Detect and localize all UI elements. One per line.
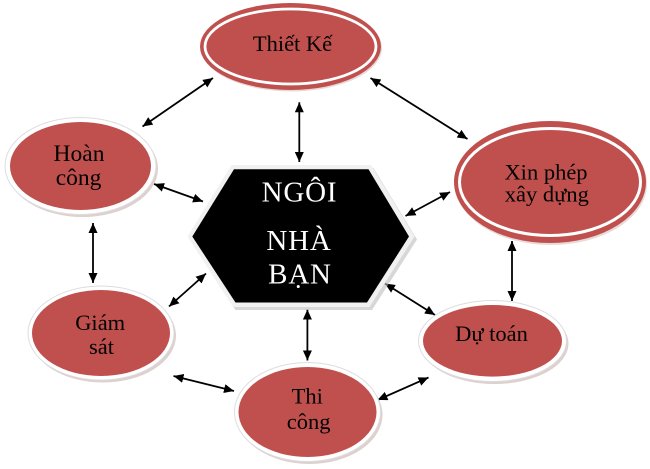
svg-text:sát: sát [89,334,115,359]
svg-text:Dự toán: Dự toán [455,321,528,346]
svg-text:công: công [287,409,331,434]
svg-text:BẠN: BẠN [268,259,332,291]
svg-text:Xin phép: Xin phép [504,160,587,185]
svg-text:NGÔI: NGÔI [262,176,338,209]
svg-text:Hoàn: Hoàn [54,141,105,167]
svg-text:Giám: Giám [75,310,125,335]
svg-text:NHÀ: NHÀ [266,224,331,257]
svg-text:Thiết Kế: Thiết Kế [253,31,333,56]
svg-text:Thi: Thi [292,384,323,409]
svg-text:công: công [56,165,102,191]
svg-text:xây dựng: xây dựng [505,182,589,207]
